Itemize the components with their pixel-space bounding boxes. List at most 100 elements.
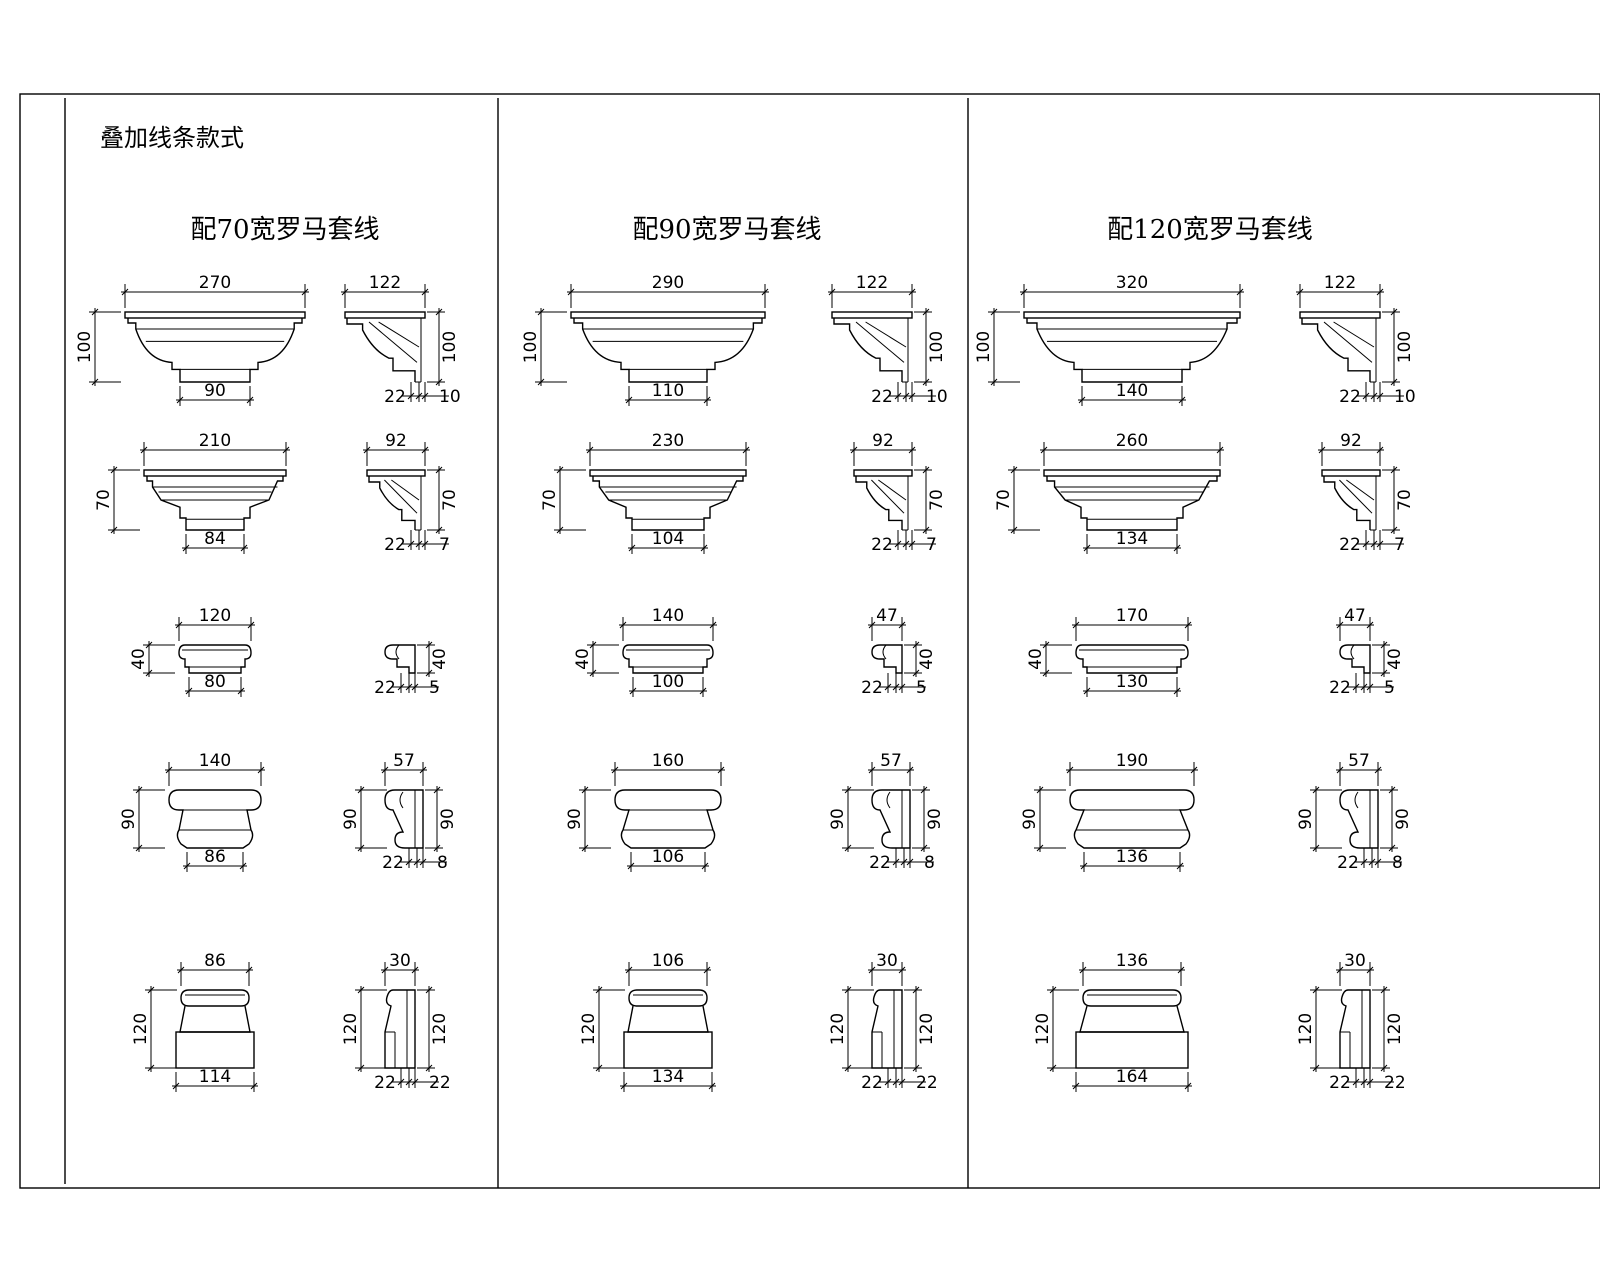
dimension-label: 47 — [1344, 606, 1366, 626]
dimension-label: 86 — [204, 951, 226, 971]
profile-torus — [180, 989, 250, 1007]
profile-outline — [1075, 644, 1189, 674]
dimension-tick — [629, 687, 637, 695]
dimension-tick — [433, 844, 441, 852]
dimension-tick — [240, 544, 248, 552]
height-dimension: 100 — [75, 308, 121, 386]
dimension-tick — [628, 544, 636, 552]
section-curve — [395, 644, 400, 660]
dimension-label: 7 — [439, 535, 450, 555]
dimension-tick — [1380, 669, 1388, 677]
section-curve — [399, 791, 404, 809]
dimension-tick — [868, 621, 876, 629]
section-outline — [1339, 644, 1371, 674]
dimension-tick — [625, 396, 633, 404]
section-width-dimension: 30 — [381, 951, 419, 986]
profile-outline — [614, 789, 722, 849]
column-heading: 配90宽罗马套线 — [632, 215, 821, 245]
dimension-label: 90 — [565, 808, 585, 830]
section-hatch — [368, 321, 418, 363]
dimension-label: 40 — [917, 648, 937, 670]
section-width-dimension: 122 — [828, 273, 916, 308]
section-outline — [384, 644, 416, 674]
dimension-tick — [1388, 786, 1396, 794]
dimension-label: 70 — [94, 489, 114, 511]
section-hatch — [855, 321, 905, 363]
section-curve — [1350, 644, 1355, 660]
dimension-label: 90 — [438, 808, 458, 830]
dimension-tick — [1178, 396, 1186, 404]
height-dimension: 40 — [573, 641, 619, 677]
section-height-dimension: 90 — [1380, 786, 1413, 852]
section-width-dimension: 57 — [868, 751, 914, 786]
dimension-tick — [1312, 786, 1320, 794]
dimension-tick — [363, 446, 371, 454]
profile-outline — [573, 318, 763, 383]
dimension-label: 90 — [1020, 808, 1040, 830]
dimension-tick — [912, 1064, 920, 1072]
dimension-tick — [185, 687, 193, 695]
dimension-label: 30 — [389, 951, 411, 971]
profile-outline — [622, 644, 714, 674]
dimension-label: 100 — [927, 331, 947, 363]
section-height-dimension: 40 — [1372, 641, 1405, 677]
dimension-label: 120 — [1385, 1013, 1405, 1045]
dimension-label: 22 — [871, 387, 893, 407]
dimension-tick — [912, 641, 920, 649]
dimension-label: 90 — [828, 808, 848, 830]
dimension-tick — [135, 844, 143, 852]
dimension-tick — [1040, 446, 1048, 454]
dimension-tick — [239, 862, 247, 870]
dimension-tick — [1336, 621, 1344, 629]
dimension-label: 230 — [652, 431, 684, 451]
dimension-tick — [411, 966, 419, 974]
dimension-tick — [1376, 288, 1384, 296]
dimension-label: 270 — [199, 273, 231, 293]
dimension-label: 290 — [652, 273, 684, 293]
section-hatch — [1339, 479, 1373, 514]
dimension-tick — [556, 526, 564, 534]
dimension-tick — [183, 862, 191, 870]
section-cap — [831, 311, 913, 319]
dimension-label: 30 — [876, 951, 898, 971]
dimension-tick — [844, 986, 852, 994]
dimension-tick — [1173, 687, 1181, 695]
width-top-dimension: 106 — [625, 951, 711, 986]
dimension-label: 70 — [540, 489, 560, 511]
dimension-tick — [246, 396, 254, 404]
dimension-tick — [425, 669, 433, 677]
dimension-label: 22 — [382, 853, 404, 873]
section-outline — [833, 318, 903, 382]
dimension-tick — [581, 844, 589, 852]
section-hatch — [878, 479, 907, 501]
width-top-dimension: 136 — [1079, 951, 1185, 986]
dimension-label: 40 — [573, 648, 593, 670]
dimension-tick — [699, 687, 707, 695]
section-width-dimension: 47 — [1336, 606, 1374, 641]
dimension-label: 140 — [199, 751, 231, 771]
dimension-tick — [1376, 446, 1384, 454]
dimension-label: 80 — [204, 672, 226, 692]
dimension-tick — [110, 466, 118, 474]
profile-outline — [592, 476, 744, 531]
dimension-tick — [1036, 786, 1044, 794]
dimension-label: 22 — [1339, 387, 1361, 407]
width-top-dimension: 230 — [586, 431, 750, 466]
dimension-label: 84 — [204, 529, 226, 549]
dimension-label: 22 — [1339, 535, 1361, 555]
dimension-tick — [419, 766, 427, 774]
dimension-label: 70 — [1395, 489, 1415, 511]
